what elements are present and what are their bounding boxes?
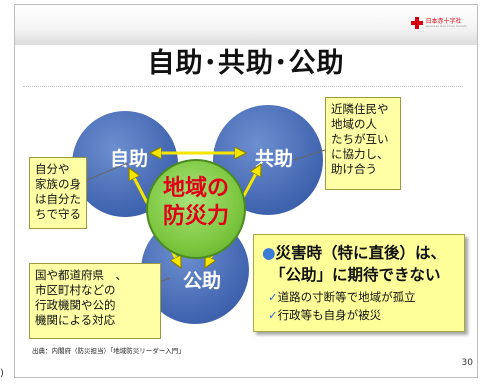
logo-org-jp: 日本赤十字社	[425, 17, 462, 25]
note-line: 地域の人	[331, 117, 377, 131]
red-cross-icon	[410, 17, 423, 29]
center-label-line1: 地域の	[162, 176, 229, 201]
note-line: 助け合う	[331, 162, 377, 176]
emphasis-line2: 「公助」に期待できない	[270, 266, 441, 284]
check-icon: ✓	[268, 308, 278, 322]
check-icon: ✓	[268, 290, 278, 304]
self-help-label: 自助	[110, 148, 149, 170]
center-label-line2: 防災力	[162, 204, 229, 229]
header-band	[15, 5, 477, 45]
logo-org-en: Japanese Red Cross Society	[425, 23, 467, 28]
jrc-logo: 日本赤十字社 Japanese Red Cross Society	[410, 17, 467, 29]
note-line: 家族の身	[35, 177, 81, 191]
note-line: 自分や	[35, 162, 70, 176]
emphasis-heading: ●災害時（特に直後）は、	[262, 241, 446, 263]
public-help-note: 国や都道府県 、 市区町村などの 行政機関や公的 機関による対応	[29, 263, 161, 339]
note-line: 行政機関や公的	[35, 298, 116, 312]
self-help-note: 自分や 家族の身 は自分た ちで守る	[29, 157, 87, 229]
source-citation: 出典：内閣府（防災担当）「地域防災リーダー入門」	[32, 347, 185, 355]
emphasis-bullet: ✓行政等も自身が被災	[268, 307, 381, 323]
slide-title: 自助･共助･公助	[147, 48, 345, 79]
note-line: に協力し、	[331, 147, 389, 161]
title-divider	[23, 86, 463, 87]
note-line: 市区町村などの	[35, 283, 116, 297]
public-help-label: 公助	[183, 270, 222, 292]
mutual-help-label: 共助	[255, 148, 294, 170]
emphasis-bullet: ✓道路の寸断等で地域が孤立	[268, 289, 416, 305]
bullet-dot-icon: ●	[262, 244, 276, 262]
regional-disaster-resilience-circle	[146, 159, 246, 259]
page-number: 30	[461, 358, 473, 368]
note-line: たちが互い	[331, 132, 389, 146]
mutual-help-note: 近隣住民や 地域の人 たちが互い に協力し、 助け合う	[325, 97, 401, 190]
bullet-text: 道路の寸断等で地域が孤立	[277, 290, 416, 304]
note-line: 近隣住民や	[331, 102, 389, 116]
disaster-emphasis-box: ●災害時（特に直後）は、 「公助」に期待できない ✓道路の寸断等で地域が孤立 ✓…	[253, 234, 465, 332]
note-line: 機関による対応	[35, 313, 116, 327]
note-line: は自分た	[35, 192, 81, 206]
note-line: ちで守る	[35, 207, 81, 221]
stray-character: )	[0, 368, 4, 379]
emphasis-line1: 災害時（特に直後）は、	[275, 244, 447, 262]
note-line: 国や都道府県 、	[35, 268, 127, 282]
center-label: 地域の 防災力	[146, 175, 246, 231]
bullet-text: 行政等も自身が被災	[277, 308, 382, 322]
